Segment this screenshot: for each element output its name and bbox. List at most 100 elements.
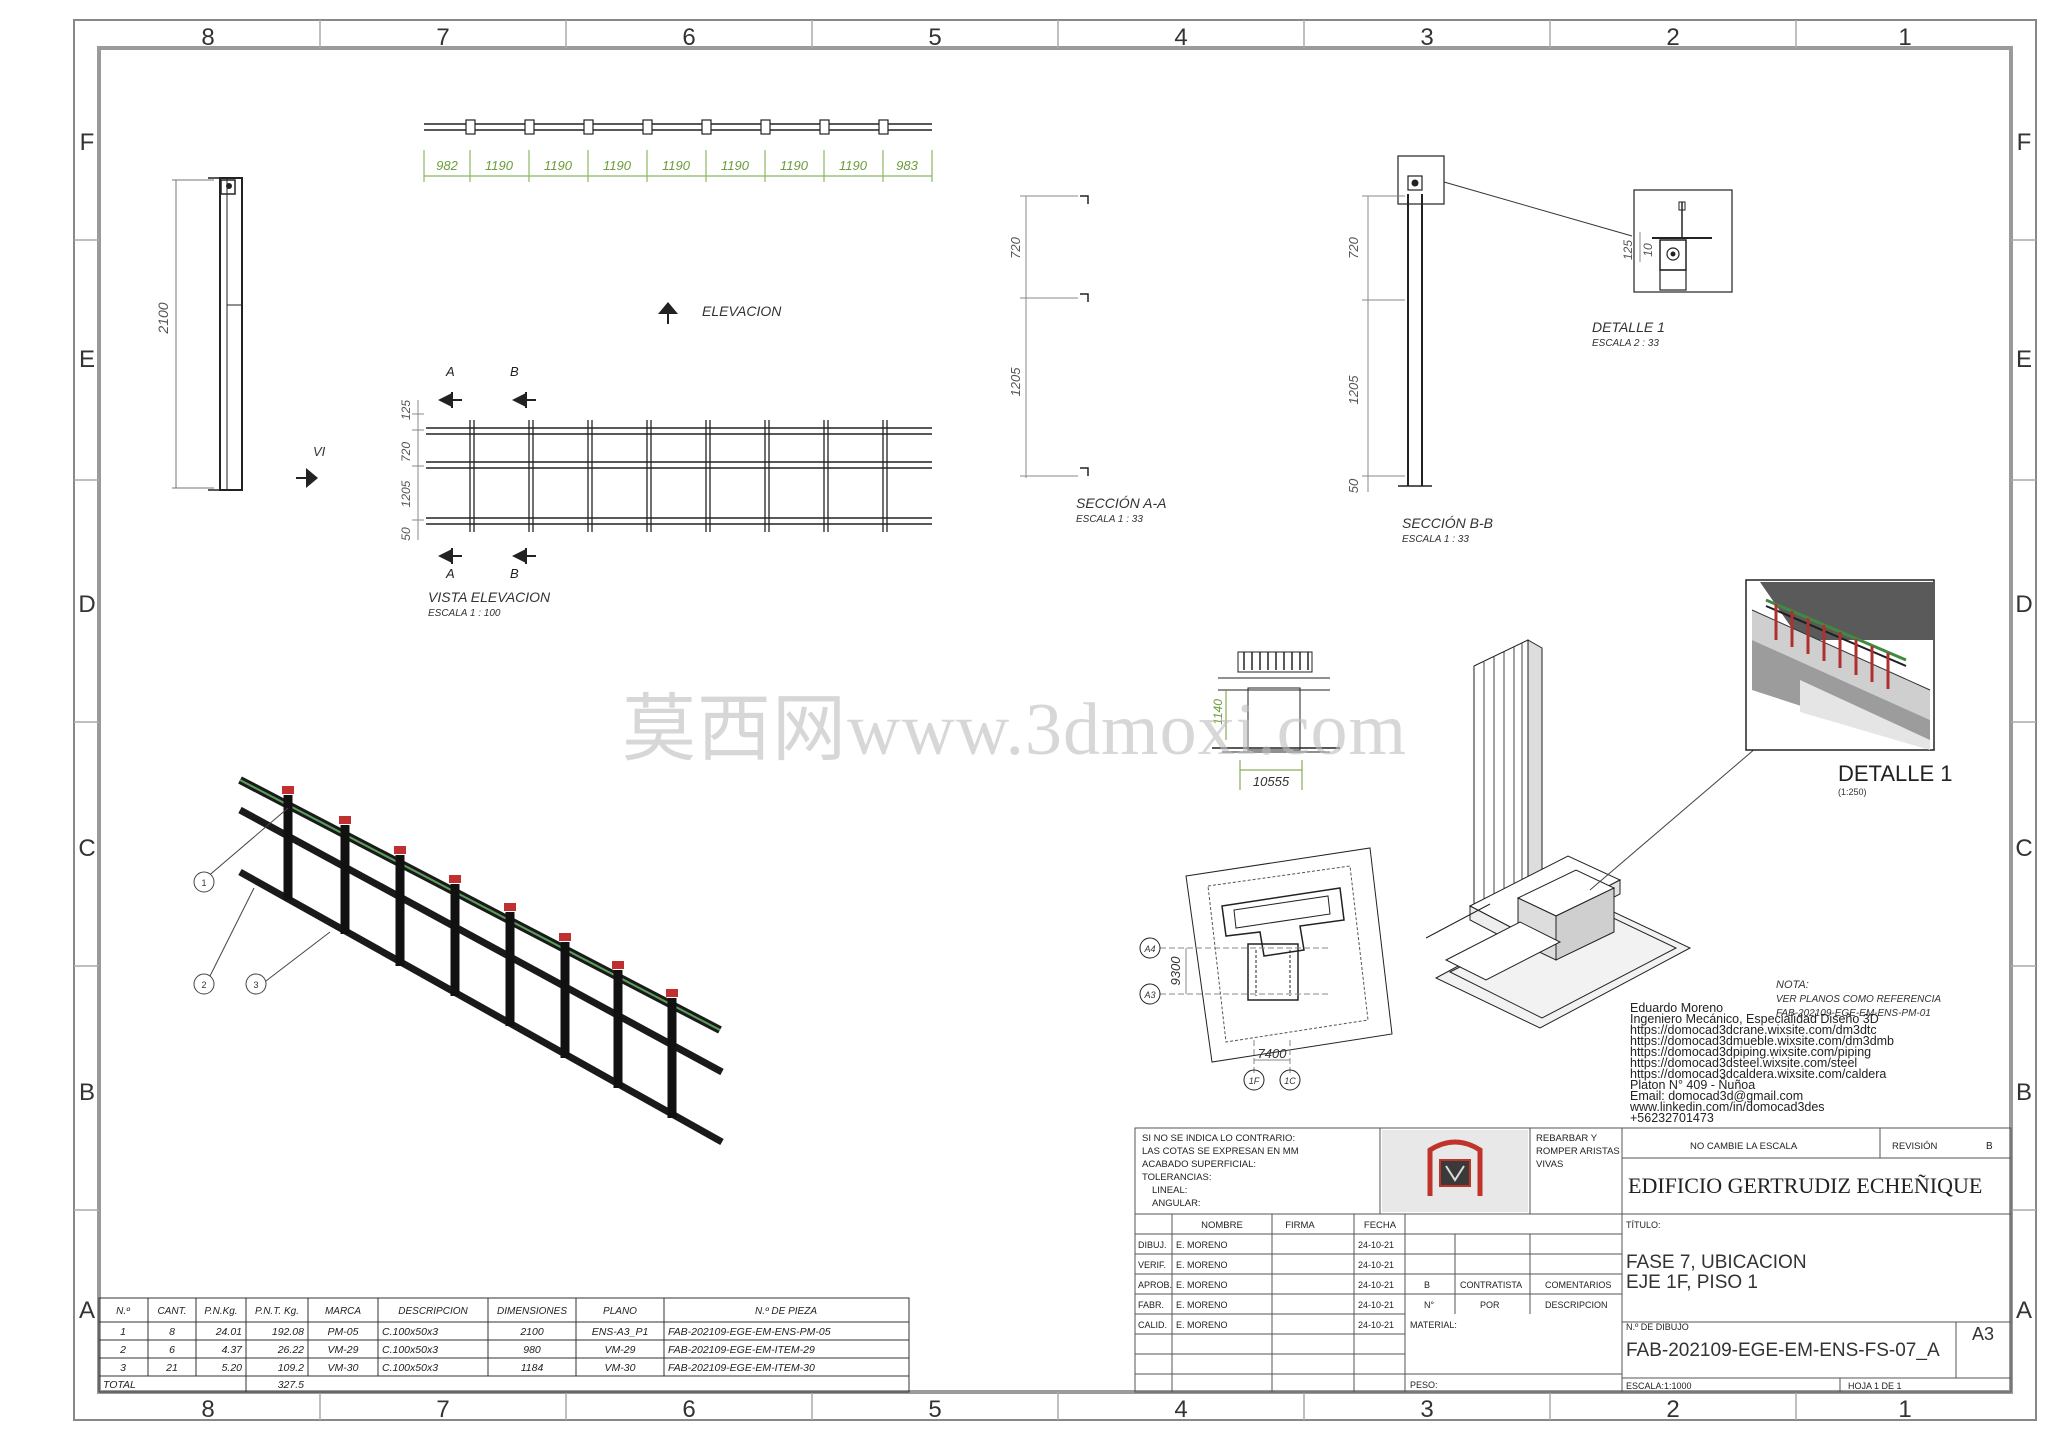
detail-1-section — [1633, 189, 1733, 293]
plan-dim: 1190 — [485, 158, 514, 173]
col-label: 8 — [201, 1396, 214, 1423]
bom-cell: 3 — [120, 1362, 126, 1374]
bom-cell: 8 — [169, 1326, 175, 1338]
general-note: ACABADO SUPERFICIAL: — [1142, 1159, 1256, 1170]
section-mark-a: A — [445, 364, 455, 379]
detail-1-title: DETALLE 1 — [1592, 319, 1665, 335]
author-line: Ingeniero Mecánico, Especialidad Diseño … — [1630, 1012, 1879, 1026]
row-label: E — [2016, 346, 2032, 373]
row-label: E — [79, 346, 95, 373]
plan-dim: 1190 — [721, 158, 750, 173]
edge-note: VIVAS — [1536, 1159, 1563, 1170]
author-line: +56232701473 — [1630, 1111, 1714, 1125]
nota-code: FAB-202109-EGE-EM-ENS-PM-01 — [1776, 1008, 1931, 1019]
table-row: 3 21 5.20 109.2 VM-30 C.100x50x3 1184 VM… — [120, 1362, 815, 1374]
sign-role: FABR. — [1138, 1300, 1164, 1310]
section-a-scale: ESCALA 1 : 33 — [1076, 514, 1143, 525]
plan-dim: 983 — [896, 158, 918, 173]
bom-cell: 1 — [120, 1326, 126, 1338]
bom-table: N.º CANT. P.N.Kg. P.N.T. Kg. MARCA DESCR… — [98, 1297, 910, 1393]
scale-value: ESCALA:1:1000 — [1626, 1381, 1692, 1391]
nota-text: VER PLANOS COMO REFERENCIA — [1776, 994, 1941, 1005]
sign-name: E. MORENO — [1176, 1300, 1228, 1310]
col-label: 4 — [1174, 1396, 1187, 1423]
sheet-value: HOJA 1 DE 1 — [1848, 1381, 1902, 1391]
general-note: SI NO SE INDICA LO CONTRARIO: — [1142, 1133, 1295, 1144]
bom-cell: 2 — [119, 1344, 126, 1356]
row-label: F — [80, 129, 95, 156]
plan-dim: 1190 — [662, 158, 691, 173]
col-label: 6 — [682, 1396, 695, 1423]
col-header-firma: FIRMA — [1285, 1220, 1315, 1231]
vi-label: VI — [313, 444, 326, 459]
section-a-title: SECCIÓN A-A — [1076, 495, 1167, 511]
author-line: https://domocad3dcrane.wixsite.com/dm3dt… — [1630, 1023, 1877, 1037]
nota-title: NOTA: — [1776, 979, 1809, 991]
section-mark-b: B — [510, 364, 519, 379]
col-label: 7 — [436, 1396, 449, 1423]
rev-cell: CONTRATISTA — [1460, 1280, 1522, 1290]
project-name: EDIFICIO GERTRUDIZ ECHEÑIQUE — [1628, 1173, 1982, 1198]
bom-cell: VM-29 — [328, 1344, 359, 1356]
row-label: B — [2016, 1079, 2032, 1106]
secB-dim: 50 — [1346, 478, 1361, 493]
row-label: F — [2017, 129, 2032, 156]
watermark: 莫西网www.3dmoxi.com — [622, 689, 1407, 771]
building-isometric — [1425, 639, 1692, 1029]
bom-cell: VM-29 — [605, 1344, 636, 1356]
bom-cell: 26.22 — [277, 1344, 304, 1356]
row-label: A — [79, 1297, 95, 1324]
bom-cell: 4.37 — [222, 1344, 244, 1356]
col-label: 1 — [1898, 1396, 1911, 1423]
bom-cell: FAB-202109-EGE-EM-ITEM-30 — [668, 1362, 815, 1374]
plan-dim: 982 — [436, 158, 458, 173]
col-label: 1 — [1898, 24, 1911, 51]
title-block: SI NO SE INDICA LO CONTRARIO: LAS COTAS … — [1134, 1127, 2012, 1393]
revision-label: REVISIÓN — [1892, 1141, 1938, 1152]
sign-date: 24-10-21 — [1358, 1280, 1394, 1290]
peso-label: PESO: — [1410, 1380, 1438, 1390]
sign-name: E. MORENO — [1176, 1320, 1228, 1330]
section-b-title: SECCIÓN B-B — [1402, 515, 1493, 531]
sign-role: APROB. — [1138, 1280, 1172, 1290]
plan-small-dim: 10555 — [1253, 774, 1290, 789]
row-label: A — [2016, 1297, 2032, 1324]
bom-cell: 21 — [165, 1362, 178, 1374]
bom-header: DIMENSIONES — [497, 1306, 567, 1317]
rev-cell: B — [1424, 1280, 1430, 1290]
col-label: 5 — [928, 1396, 941, 1423]
isometric-frame: 1 2 3 — [193, 776, 724, 1146]
rev-cell: POR — [1480, 1300, 1500, 1310]
bom-cell: 109.2 — [278, 1362, 304, 1374]
bom-cell: VM-30 — [605, 1362, 636, 1374]
bom-header: PLANO — [603, 1306, 637, 1317]
balloon-label: 1 — [201, 878, 206, 888]
bom-cell: ENS-A3_P1 — [592, 1326, 649, 1338]
bom-header: P.N.T. Kg. — [255, 1306, 299, 1317]
sign-role: DIBUJ. — [1138, 1240, 1167, 1250]
sheet-border — [73, 19, 2037, 1421]
bom-cell: VM-30 — [328, 1362, 359, 1374]
drawing-title-line1: FASE 7, UBICACION — [1626, 1252, 1807, 1273]
drawing-title-line2: EJE 1F, PISO 1 — [1626, 1272, 1758, 1293]
bom-total-value: 327.5 — [278, 1379, 304, 1391]
bom-cell: 2100 — [519, 1326, 544, 1338]
col-label: 2 — [1666, 1396, 1679, 1423]
company-logo — [1382, 1130, 1528, 1212]
post-height-dim: 2100 — [155, 302, 171, 334]
bom-cell: FAB-202109-EGE-EM-ITEM-29 — [668, 1344, 815, 1356]
secA-dim: 720 — [1008, 236, 1023, 258]
author-line: https://domocad3dmueble.wixsite.com/dm3d… — [1630, 1034, 1894, 1048]
section-marks: A B A B — [445, 364, 519, 581]
small-floor-plan — [1212, 651, 1340, 790]
row-label: C — [2015, 835, 2032, 862]
sign-date: 24-10-21 — [1358, 1320, 1394, 1330]
bom-header: N.º — [116, 1306, 131, 1317]
sign-role: CALID. — [1138, 1320, 1167, 1330]
table-row: 1 8 24.01 192.08 PM-05 C.100x50x3 2100 E… — [120, 1326, 831, 1338]
edge-note: ROMPER ARISTAS — [1536, 1146, 1620, 1157]
drawing-number: FAB-202109-EGE-EM-ENS-FS-07_A — [1626, 1340, 1940, 1361]
section-mark-b: B — [510, 566, 519, 581]
col-label: 6 — [682, 24, 695, 51]
